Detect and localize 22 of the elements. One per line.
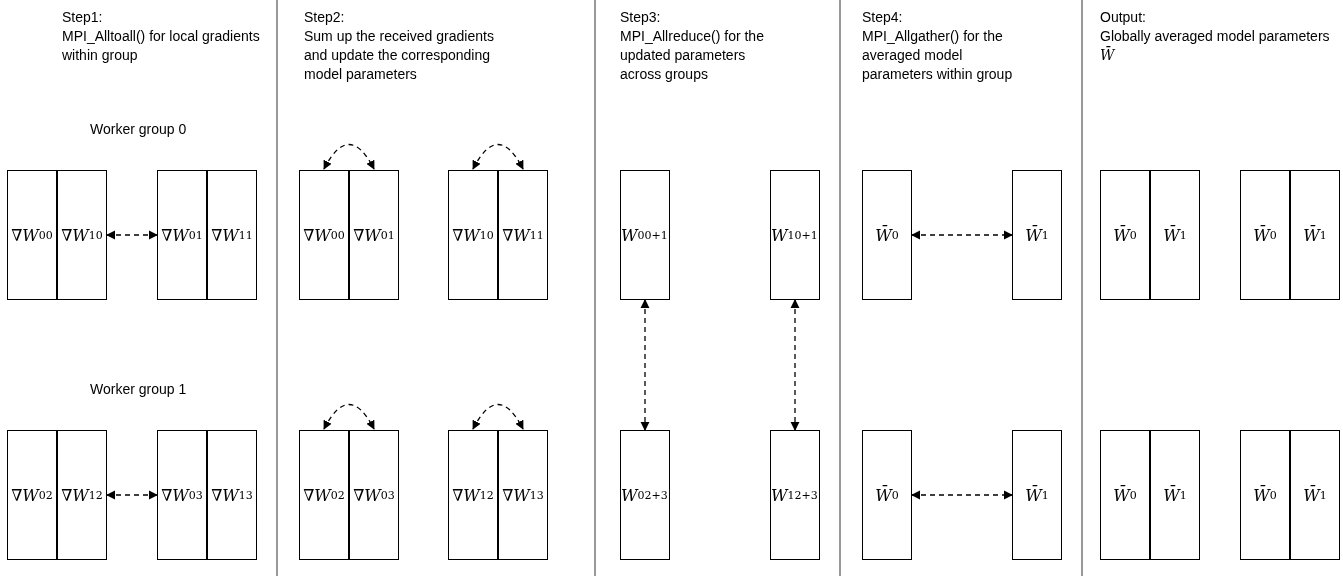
step-heading: Output: xyxy=(1100,8,1147,27)
double-arrow xyxy=(323,403,375,430)
double-arrow xyxy=(323,143,375,170)
step-description: MPI_Allreduce() for the updated parameters across groups xyxy=(620,27,765,84)
step-description: MPI_Allgather() for the averaged model parameters within group xyxy=(862,27,1014,84)
group-title: Worker group 0 xyxy=(90,120,188,139)
double-arrow xyxy=(472,143,524,170)
double-arrow xyxy=(472,403,524,430)
step-heading: Step1: xyxy=(62,8,104,27)
double-arrow xyxy=(106,230,158,240)
group-title: Worker group 1 xyxy=(90,380,188,399)
step-description: MPI_Alltoall() for local gradients within group xyxy=(62,27,261,65)
step-heading: Step2: xyxy=(304,8,346,27)
step-description: Globally averaged model parameters W̄ xyxy=(1100,27,1330,65)
double-arrow xyxy=(911,490,1013,500)
step-description: Sum up the received gradients and update the corresponding model parameters xyxy=(304,27,494,84)
double-arrow xyxy=(106,490,158,500)
double-arrow xyxy=(790,299,800,431)
double-arrow xyxy=(911,230,1013,240)
double-arrow xyxy=(640,299,650,431)
step-heading: Step4: xyxy=(862,8,904,27)
step-heading: Step3: xyxy=(620,8,662,27)
